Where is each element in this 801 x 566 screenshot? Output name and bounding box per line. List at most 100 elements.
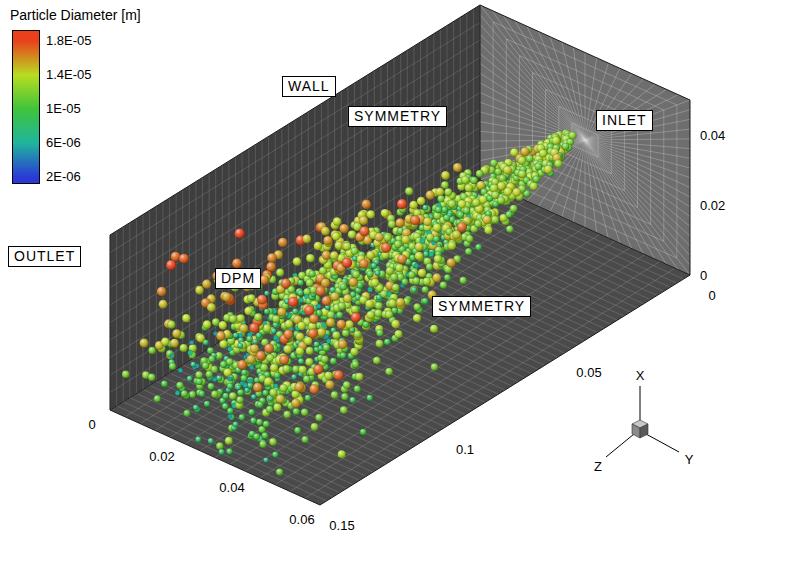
particle-shade [208, 438, 214, 444]
particle [226, 358, 233, 365]
particle [223, 368, 231, 376]
particle [148, 374, 155, 381]
particle-shade [239, 324, 248, 333]
particle-shade [436, 188, 445, 197]
particle [170, 354, 175, 359]
particle [211, 391, 218, 398]
particle [227, 347, 232, 352]
mesh-line [341, 266, 551, 361]
particle [216, 375, 222, 381]
mesh-line [196, 357, 406, 452]
particle [298, 280, 304, 286]
particle [181, 390, 188, 397]
particle [175, 391, 180, 396]
particle-shade [191, 362, 196, 367]
particle [441, 181, 449, 189]
particle [246, 336, 252, 342]
mesh-line [480, 5, 481, 180]
particle-shade [518, 157, 526, 165]
particle [191, 362, 196, 367]
particle [220, 361, 227, 368]
particle [196, 378, 203, 385]
mesh-line [110, 235, 111, 410]
mesh-line [203, 353, 413, 448]
particle [341, 242, 350, 251]
particle-shade [426, 191, 435, 200]
particle [453, 163, 462, 172]
particle-shade [321, 227, 330, 236]
particle [375, 302, 383, 310]
particle-shade [359, 216, 368, 225]
mesh-line [117, 406, 327, 501]
particle [237, 314, 245, 322]
particle [180, 344, 188, 352]
particle [359, 216, 368, 225]
particle-shade [253, 339, 258, 344]
mesh-line [143, 390, 353, 485]
particle [351, 247, 359, 255]
domain-edge [690, 100, 691, 275]
particle-shade [332, 232, 340, 240]
particle-shade [203, 320, 211, 328]
particle [253, 339, 258, 344]
particle-shade [441, 171, 450, 180]
particle-shade [520, 147, 529, 156]
particle-shade [196, 334, 204, 342]
particle-shade [202, 362, 209, 369]
particle [239, 414, 245, 420]
particle [362, 200, 372, 210]
particle-shade [264, 291, 269, 296]
particle-shade [204, 401, 210, 407]
particle-shade [154, 395, 161, 402]
particle [292, 308, 298, 314]
particle [444, 188, 452, 196]
particle [348, 230, 356, 238]
mesh-line [110, 93, 480, 323]
mesh-line [110, 410, 320, 505]
particle [219, 321, 227, 329]
particle [208, 383, 215, 390]
particle-shade [271, 328, 276, 333]
particle-shade [322, 251, 331, 260]
particle [330, 251, 339, 260]
mesh-line [355, 258, 565, 353]
particle-shade [362, 200, 372, 210]
particle-shade [341, 242, 350, 251]
particle [436, 188, 445, 197]
particle-shade [375, 302, 383, 310]
particle-shade [207, 303, 216, 312]
particle [184, 410, 191, 417]
mesh-line [572, 123, 598, 157]
mesh-line [506, 39, 664, 242]
particle [148, 347, 155, 354]
particle [189, 340, 194, 345]
particle [204, 401, 210, 407]
particle-shade [223, 368, 231, 376]
particle-shade [157, 287, 166, 296]
particle [166, 260, 176, 270]
particle [526, 155, 533, 162]
particle [161, 380, 168, 387]
particle [552, 136, 560, 144]
particle-shade [161, 380, 168, 387]
particle-shade [176, 382, 183, 389]
particle [195, 436, 201, 442]
particle-shade [220, 361, 227, 368]
mesh-line [585, 84, 655, 140]
particle [435, 207, 442, 214]
particle [219, 340, 227, 348]
particle [193, 405, 199, 411]
particle [267, 253, 276, 262]
particle [321, 227, 330, 236]
particle-shade [199, 391, 205, 397]
particle-shade [330, 251, 339, 260]
particle [306, 254, 314, 262]
particle [247, 377, 254, 384]
mesh-faces [110, 5, 690, 505]
particle-shade [182, 314, 190, 322]
particle [417, 197, 425, 205]
particle-shade [233, 333, 239, 339]
particle [157, 287, 166, 296]
particle-shade [166, 260, 176, 270]
mesh-line [236, 332, 446, 427]
